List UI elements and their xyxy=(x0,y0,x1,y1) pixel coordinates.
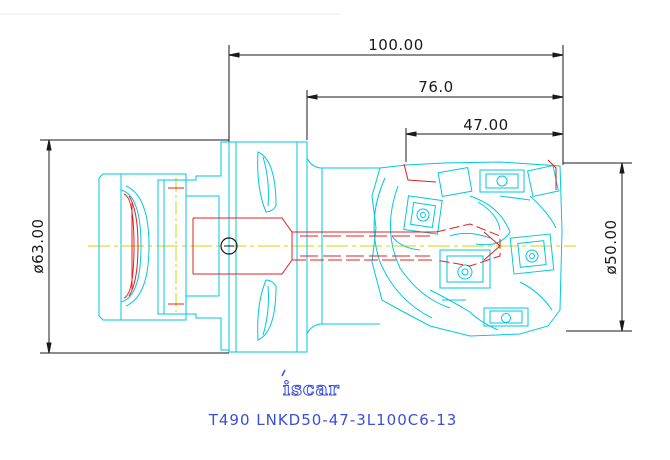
tool-outline xyxy=(98,141,563,353)
dim-body-diameter: ø63.00 xyxy=(29,218,47,273)
dim-cut-length: 47.00 xyxy=(463,116,508,134)
hidden-lines xyxy=(123,159,557,305)
pivot-hole xyxy=(220,237,238,255)
dim-cutter-diameter: ø50.00 xyxy=(602,219,620,274)
part-title: T490 LNKD50-47-3L100C6-13 xyxy=(208,411,458,429)
dim-overall-length: 100.00 xyxy=(368,36,424,54)
dim-shank-to-tip: 76.0 xyxy=(418,78,453,96)
svg-text:iscar: iscar xyxy=(283,378,340,400)
iscar-logo: iscar xyxy=(281,369,340,401)
dimension-lines xyxy=(40,45,632,354)
